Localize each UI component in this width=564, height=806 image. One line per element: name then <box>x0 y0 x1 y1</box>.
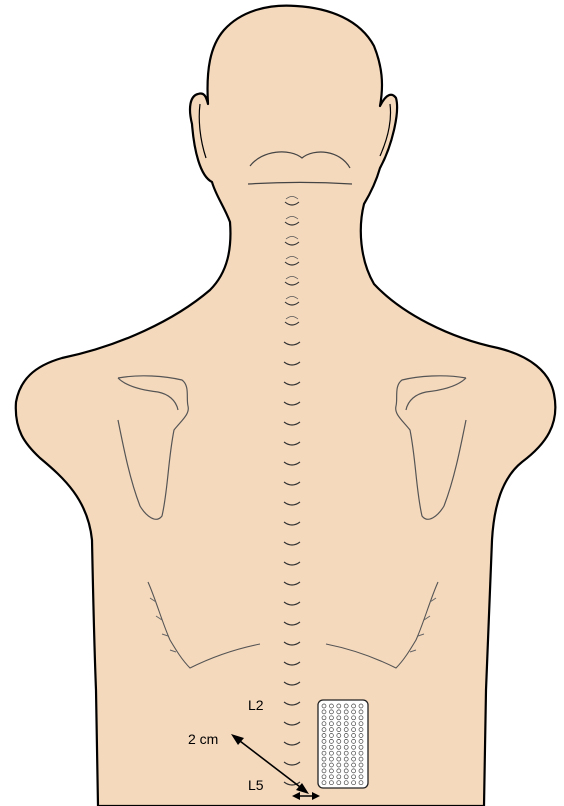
body-silhouette <box>16 6 556 806</box>
label-2cm: 2 cm <box>188 731 218 747</box>
label-l5: L5 <box>248 777 264 793</box>
label-l2: L2 <box>248 697 264 713</box>
